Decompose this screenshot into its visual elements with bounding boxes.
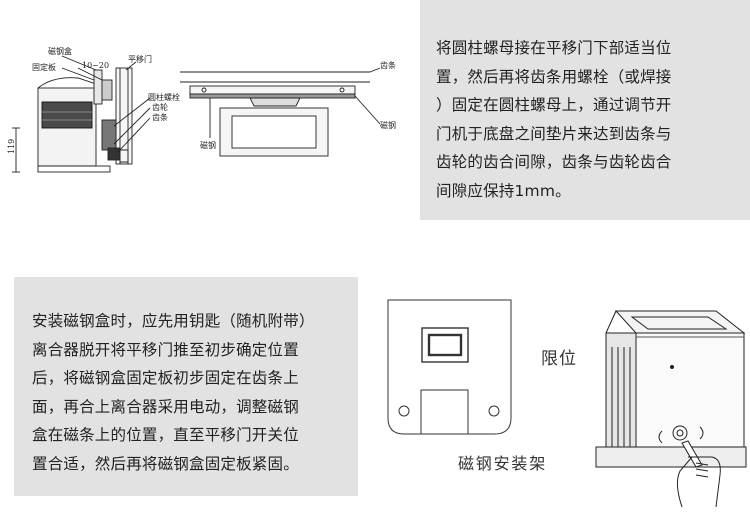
label-rack: 齿条 (152, 112, 168, 122)
label-cylinder-nut: 圆柱螺栓 (148, 92, 180, 102)
operator-box-figure (595, 310, 747, 508)
label-height: 119 (7, 139, 16, 154)
top-instruction-line: 置，然后再将齿条用螺栓（或焊接 (436, 67, 672, 86)
bottom-instruction-line: 置合适，然后再将磁钢盒固定板紧固。 (32, 454, 299, 473)
label-gap: 10~20 (82, 61, 109, 70)
front-view-diagram: 齿条 磁钢 磁钢 (180, 60, 396, 157)
label-magnet-front: 磁钢 (380, 120, 396, 130)
bottom-instruction-line: 后，将磁钢盒固定板初步固定在齿条上 (32, 369, 299, 387)
bottom-instruction-panel: 安装磁钢盒时，应先用钥匙（随机附带） 离合器脱开将平移门推至初步确定位置 后，将… (14, 277, 358, 496)
label-magnet-box: 磁钢盒 (48, 46, 72, 56)
label-fixing-plate: 固定板 (32, 62, 56, 72)
limit-label: 限位 (541, 349, 577, 369)
bottom-instruction-line: 安装磁钢盒时，应先用钥匙（随机附带） (32, 312, 315, 330)
bottom-instruction-line: 离合器脱开将平移门推至初步确定位置 (32, 340, 299, 359)
top-instruction-line: 间隙应保持1mm。 (436, 181, 571, 200)
top-instruction-panel: 将圆柱螺母接在平移门下部适当位 置，然后再将齿条用螺栓（或焊接 ）固定在圆柱螺母… (420, 0, 750, 220)
bottom-instruction-line: 面，再合上离合器采用电动，调整磁钢 (32, 397, 299, 416)
label-rack-front: 齿条 (380, 60, 396, 70)
top-instruction-line: 门机于底盘之间垫片来达到齿条与 (436, 124, 672, 143)
label-gear: 齿轮 (152, 102, 168, 112)
label-sliding-door: 平移门 (128, 54, 152, 64)
top-instruction-line: ）固定在圆柱螺母上，通过调节开 (436, 96, 672, 114)
magnet-bracket-figure (387, 299, 512, 435)
top-instruction-line: 将圆柱螺母接在平移门下部适当位 (436, 39, 672, 57)
label-magnet-bottom: 磁钢 (200, 140, 216, 150)
magnet-bracket-caption: 磁钢安装架 (458, 454, 548, 473)
top-instruction-line: 齿轮的齿合间隙，齿条与齿轮齿合 (436, 153, 672, 171)
bottom-instruction-line: 盒在磁条上的位置，直至平移门开关位 (32, 426, 299, 444)
side-view-diagram: 磁钢盒 固定板 10~20 平移门 圆柱螺栓 齿轮 齿条 119 (7, 46, 180, 173)
